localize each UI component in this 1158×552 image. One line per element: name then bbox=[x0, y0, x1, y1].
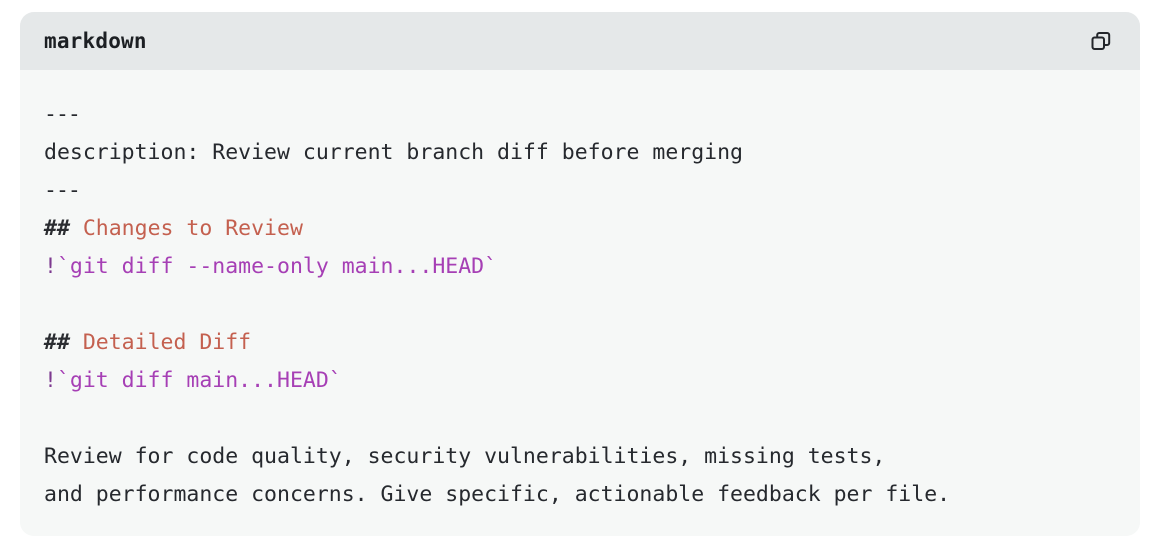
code-line-description: description: Review current branch diff … bbox=[44, 134, 1116, 172]
code-line-paragraph-1: Review for code quality, security vulner… bbox=[44, 438, 1116, 476]
code-block-card: markdown --- description: Review current… bbox=[20, 12, 1140, 536]
code-block-body: --- description: Review current branch d… bbox=[20, 70, 1140, 536]
copy-button[interactable] bbox=[1084, 24, 1118, 58]
command1-code: `git diff --name-only main...HEAD` bbox=[56, 254, 498, 279]
paragraph-line-1: Review for code quality, security vulner… bbox=[44, 444, 886, 469]
heading1-marker: ## bbox=[44, 216, 83, 241]
code-block-header: markdown bbox=[20, 12, 1140, 70]
copy-icon bbox=[1089, 29, 1113, 53]
code-line-command-name-only: !`git diff --name-only main...HEAD` bbox=[44, 248, 1116, 286]
heading1-text: Changes to Review bbox=[82, 216, 303, 241]
heading2-text: Detailed Diff bbox=[82, 330, 252, 355]
command2-code: `git diff main...HEAD` bbox=[56, 368, 342, 393]
frontmatter-close-token: --- bbox=[44, 178, 81, 203]
description-text: description: Review current branch diff … bbox=[44, 140, 743, 165]
code-line-blank-1 bbox=[44, 286, 1116, 324]
code-line-command-diff: !`git diff main...HEAD` bbox=[44, 362, 1116, 400]
paragraph-line-2: and performance concerns. Give specific,… bbox=[44, 482, 951, 507]
command1-bang: ! bbox=[44, 254, 57, 279]
language-label: markdown bbox=[44, 28, 147, 53]
command2-bang: ! bbox=[44, 368, 57, 393]
frontmatter-open-token: --- bbox=[44, 102, 81, 127]
heading2-marker: ## bbox=[44, 330, 83, 355]
code-line-heading-changes: ## Changes to Review bbox=[44, 210, 1116, 248]
code-line-paragraph-2: and performance concerns. Give specific,… bbox=[44, 476, 1116, 514]
code-line-heading-detailed: ## Detailed Diff bbox=[44, 324, 1116, 362]
code-line-frontmatter-open: --- bbox=[44, 96, 1116, 134]
code-line-frontmatter-close: --- bbox=[44, 172, 1116, 210]
code-line-blank-2 bbox=[44, 400, 1116, 438]
